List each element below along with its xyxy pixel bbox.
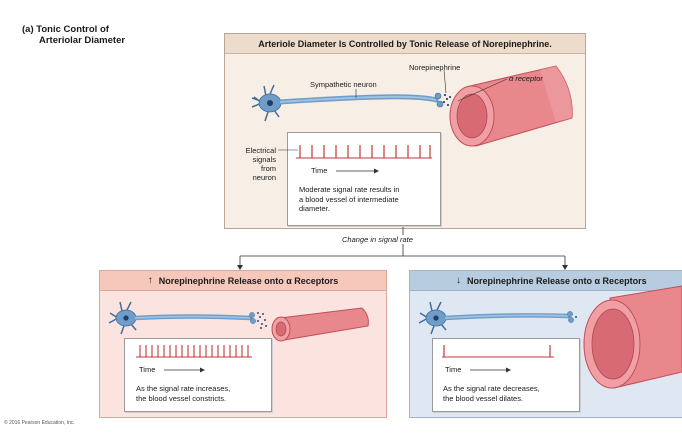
- left-info-box: [124, 338, 272, 412]
- left-caption-line2: the blood vessel constricts.: [136, 393, 227, 403]
- figure-title-line2: Arteriolar Diameter: [39, 35, 126, 46]
- left-panel-heading-text: Norepinephrine Release onto α Receptors: [158, 275, 339, 286]
- blood-vessel-constricted: [271, 307, 369, 342]
- decrease-arrow-icon: ↓: [456, 275, 461, 286]
- right-panel-heading: ↓ Norepinephrine Release onto α Receptor…: [410, 271, 682, 291]
- increase-arrow-icon: ↑: [147, 275, 153, 286]
- right-time-label: Time: [445, 365, 462, 374]
- left-caption: As the signal rate increases, the blood …: [136, 384, 230, 403]
- norepinephrine-dots: [442, 93, 452, 107]
- figure-title-line1: Tonic Control of: [36, 24, 109, 35]
- change-label: Change in signal rate: [340, 235, 415, 244]
- left-time-label: Time: [139, 365, 156, 374]
- top-info-box: [287, 132, 441, 226]
- neuron-cell-body: [251, 84, 282, 122]
- top-caption-line3: diameter.: [299, 204, 330, 213]
- right-caption-line2: the blood vessel dilates.: [443, 393, 524, 403]
- right-time-arrow: [470, 367, 511, 373]
- top-panel-heading: Arteriole Diameter Is Controlled by Toni…: [225, 34, 585, 54]
- label-signals-line1: Electrical: [245, 146, 276, 155]
- right-caption: As the signal rate decreases, the blood …: [443, 384, 540, 403]
- top-time-arrow: [336, 168, 379, 174]
- right-caption-line1: As the signal rate decreases,: [443, 384, 540, 393]
- label-electrical-signals: Electrical signals from neuron: [232, 146, 276, 182]
- right-info-box: [432, 338, 580, 412]
- axon-terminals: [434, 92, 444, 108]
- copyright-notice: © 2016 Pearson Education, Inc.: [4, 420, 75, 426]
- leader-receptor: [457, 78, 508, 102]
- leader-ne: [443, 69, 447, 94]
- right-panel-heading-text: Norepinephrine Release onto α Receptors: [467, 275, 647, 286]
- top-caption-line1: Moderate signal rate results in: [299, 185, 400, 194]
- top-caption: Moderate signal rate results in a blood …: [299, 185, 399, 214]
- blood-vessel-dilated: [583, 285, 682, 389]
- label-signals-line2: signals: [252, 155, 276, 164]
- label-sympathetic-neuron: Sympathetic neuron: [310, 80, 377, 89]
- top-time-label: Time: [311, 166, 328, 175]
- label-signals-line4: neuron: [252, 173, 276, 182]
- top-caption-line2: a blood vessel of intermediate: [299, 194, 399, 204]
- label-alpha-receptor: α receptor: [509, 74, 543, 83]
- figure-label: (a): [22, 24, 34, 35]
- figure-title: (a) Tonic Control of Arteriolar Diameter: [22, 24, 162, 46]
- left-caption-line1: As the signal rate increases,: [136, 384, 231, 393]
- label-norepinephrine: Norepinephrine: [409, 63, 461, 72]
- left-time-arrow: [164, 367, 205, 373]
- left-panel-heading: ↑ Norepinephrine Release onto α Receptor…: [100, 271, 386, 291]
- label-signals-line3: from: [261, 164, 276, 173]
- blood-vessel-intermediate: [449, 65, 573, 147]
